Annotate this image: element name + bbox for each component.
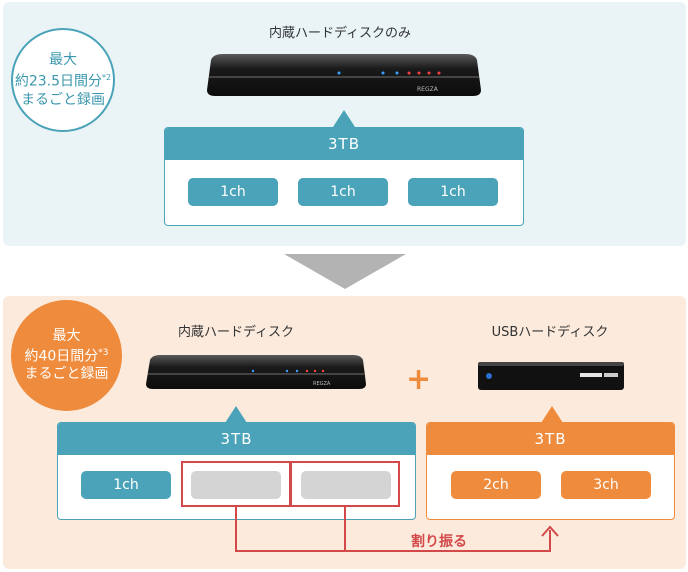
bottom-badge-line1: 最大 [52,328,81,345]
usb-storage-capacity: 3TB [427,423,674,455]
top-recorder-icon: REGZA [207,54,481,96]
top-badge-line3: まるごと録画 [21,91,105,108]
bottom-badge-line3: まるごと録画 [24,365,109,382]
bottom-capacity-badge: 最大 約40日間分*3 まるごと録画 [11,300,122,411]
top-capacity-badge: 最大 約23.5日間分*2 まるごと録画 [11,28,115,132]
top-channel-1: 1ch [188,178,278,206]
bottom-badge-sup: *3 [98,348,109,359]
internal-storage-box: 3TB 1ch [57,422,416,520]
internal-empty-slot-1 [191,471,281,499]
internal-arrow-up-icon [225,406,247,423]
top-channel-3: 1ch [408,178,498,206]
usb-hdd-device-icon [478,362,624,390]
top-recorder-brand: REGZA [417,86,439,93]
plus-icon: + [406,362,432,397]
internal-empty-slot-2 [301,471,391,499]
top-title: 内蔵ハードディスクのみ [268,26,412,41]
internal-recorder-icon: REGZA [146,355,366,389]
internal-channel-1: 1ch [81,471,171,499]
usb-channel-3: 3ch [561,471,651,499]
top-badge-sup: *2 [102,73,112,83]
usb-arrow-up-icon [541,406,563,423]
transition-arrow-icon [284,254,406,289]
bottom-badge-line2: 約40日間分*3 [24,348,109,365]
usb-channel-2: 2ch [451,471,541,499]
internal-hdd-title: 内蔵ハードディスク [177,325,295,340]
top-channel-2: 1ch [298,178,388,206]
usb-storage-box: 3TB 2ch 3ch [426,422,675,520]
assign-label: 割り振る [411,534,467,550]
internal-storage-capacity: 3TB [58,423,415,455]
usb-hdd-title: USBハードディスク [491,325,609,340]
top-badge-line1: 最大 [49,52,77,69]
top-storage-box: 3TB 1ch 1ch 1ch [164,127,524,226]
top-arrow-up-icon [333,110,355,127]
internal-recorder-brand: REGZA [313,381,331,387]
top-storage-capacity: 3TB [165,128,523,160]
top-badge-line2: 約23.5日間分*2 [14,73,112,90]
